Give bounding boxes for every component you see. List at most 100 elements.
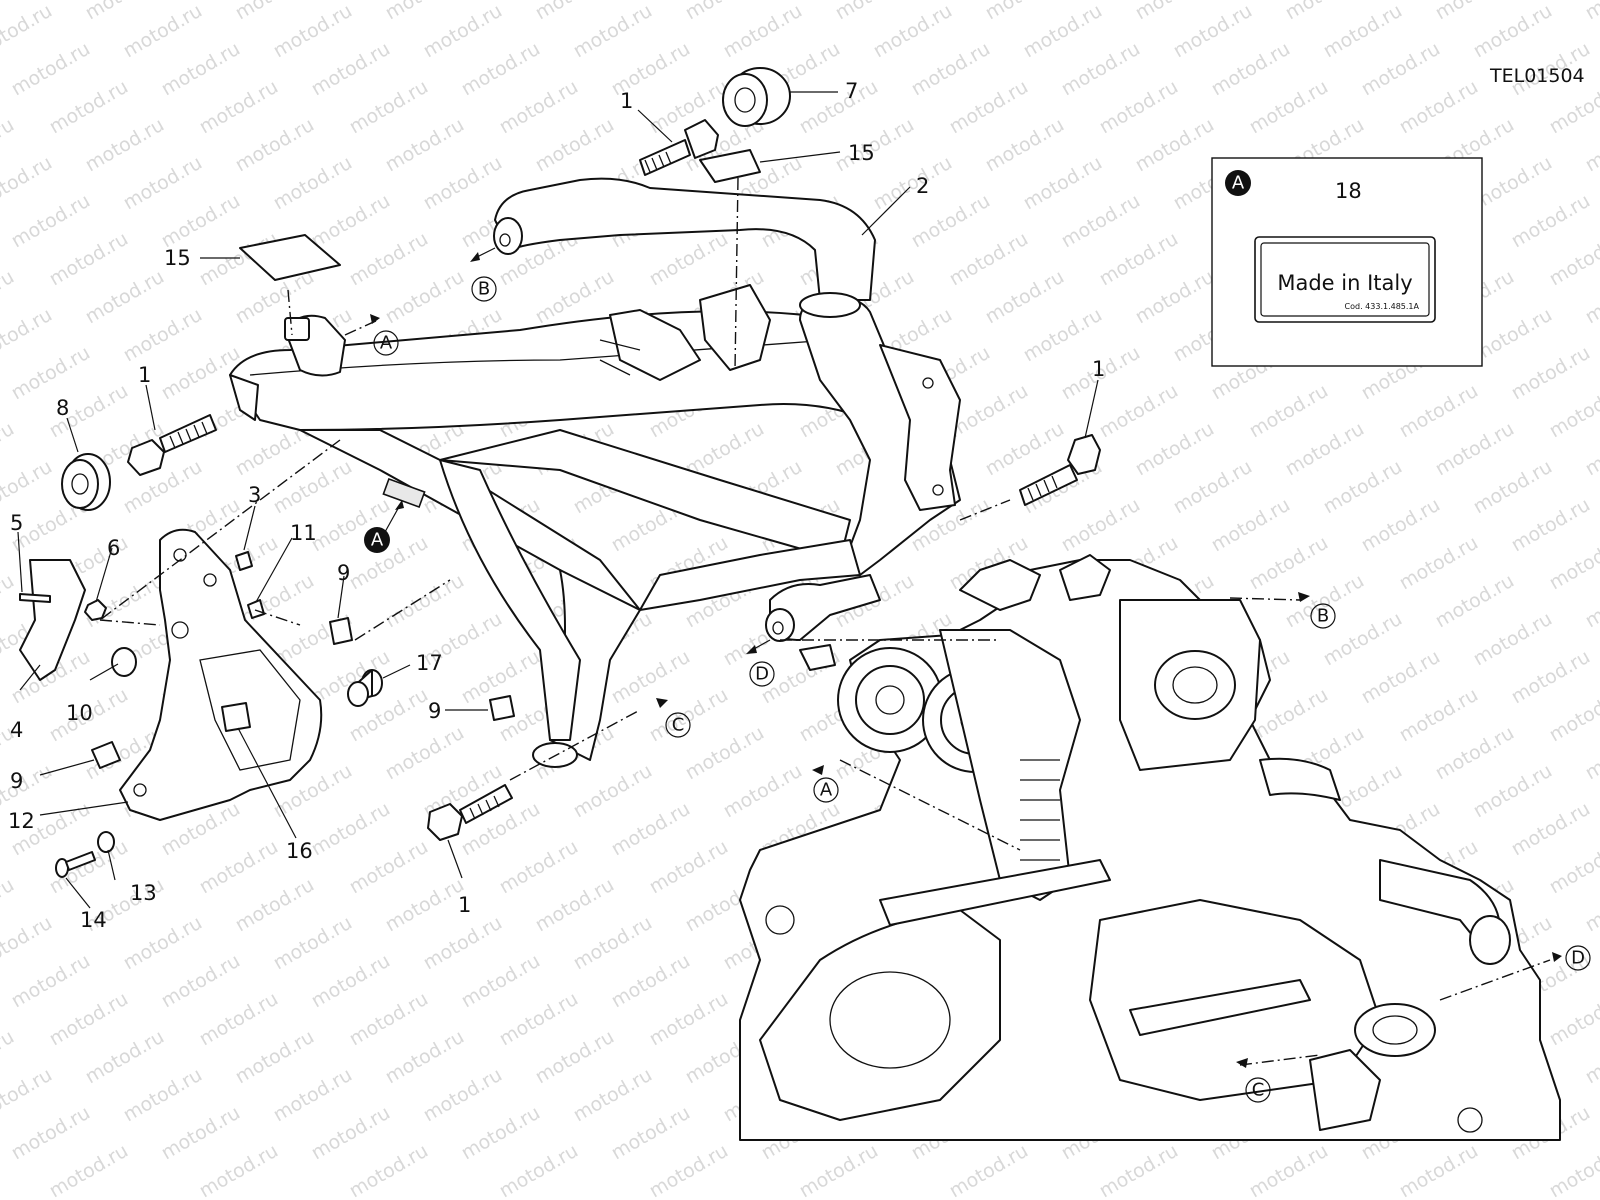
watermark-text: motod.ru (158, 950, 244, 1013)
clip-9-right (329, 617, 353, 645)
grommet-7 (722, 67, 791, 127)
watermark-text: motod.ru (1132, 266, 1218, 329)
watermark-text: motod.ru (82, 0, 168, 24)
watermark-text: motod.ru (270, 152, 356, 215)
marker-b-engine: B (1298, 592, 1336, 629)
watermark-text: motod.ru (1470, 608, 1556, 671)
alignment-lines (99, 177, 1551, 1066)
watermark-text: motod.ru (1546, 532, 1600, 595)
watermark-text: motod.ru (308, 1102, 394, 1165)
watermark-text: motod.ru (196, 76, 282, 139)
watermark-text: motod.ru (158, 38, 244, 101)
watermark-text: motod.ru (608, 646, 694, 709)
part-label: 8 (56, 396, 69, 420)
watermark-text: motod.ru (1396, 76, 1482, 139)
watermark-text: motod.ru (1508, 798, 1594, 861)
detail-box-a: A 18 Made in Italy Cod. 433.1.485.1A (1211, 157, 1483, 367)
trellis-frame (229, 177, 961, 768)
watermark-text: motod.ru (682, 418, 768, 481)
watermark-text: motod.ru (346, 1140, 432, 1200)
part-label: 14 (80, 908, 107, 932)
watermark-text: motod.ru (496, 76, 582, 139)
watermark-text: motod.ru (1582, 722, 1600, 785)
watermark-text: motod.ru (8, 1102, 94, 1165)
marker-label: A (820, 780, 833, 801)
watermark-text: motod.ru (1546, 684, 1600, 747)
watermark-text: motod.ru (982, 266, 1068, 329)
watermark-text: motod.ru (46, 1140, 132, 1200)
watermark-text: motod.ru (946, 228, 1032, 291)
watermark-text: motod.ru (870, 0, 956, 62)
watermark-text: motod.ru (1358, 38, 1444, 101)
watermark-text: motod.ru (1546, 988, 1600, 1051)
part-label: 1 (138, 363, 151, 387)
watermark-text: motod.ru (382, 0, 468, 24)
watermark-text: motod.ru (720, 760, 806, 823)
watermark-text: motod.ru (0, 304, 56, 367)
watermark-text: motod.ru (1132, 0, 1218, 24)
watermark-text: motod.ru (232, 0, 318, 24)
watermark-text: motod.ru (382, 114, 468, 177)
watermark-text: motod.ru (232, 874, 318, 937)
watermark-text: motod.ru (532, 0, 618, 24)
watermark-text: motod.ru (0, 1026, 18, 1089)
watermark-text: motod.ru (0, 570, 18, 633)
watermark-text: motod.ru (346, 228, 432, 291)
watermark-text: motod.ru (382, 722, 468, 785)
spacer-17 (347, 669, 383, 707)
marker-c-mid: C (656, 698, 691, 738)
watermark-text: motod.ru (646, 684, 732, 747)
drawing-code: TEL01504 (1489, 65, 1585, 87)
part-label: 15 (164, 246, 191, 270)
watermark-text: motod.ru (8, 190, 94, 253)
watermark-text: motod.ru (1058, 38, 1144, 101)
watermark-text: motod.ru (0, 418, 18, 481)
clip-9-mid (489, 695, 515, 721)
watermark-text: motod.ru (346, 836, 432, 899)
watermark-text: motod.ru (346, 76, 432, 139)
watermark-text: motod.ru (420, 0, 506, 62)
part-label: 13 (130, 881, 157, 905)
watermark-text: motod.ru (1508, 494, 1594, 557)
watermark-text: motod.ru (1058, 190, 1144, 253)
watermark-text: motod.ru (496, 1140, 582, 1200)
watermark-text: motod.ru (1132, 114, 1218, 177)
clip-9-left (91, 741, 121, 769)
marker-label: D (755, 664, 769, 685)
watermark-text: motod.ru (0, 266, 18, 329)
marker-label: A (371, 530, 384, 551)
bolt-1-left (127, 414, 217, 476)
watermark-text: motod.ru (1396, 380, 1482, 443)
part-label: 9 (10, 769, 23, 793)
watermark-text: motod.ru (1508, 646, 1594, 709)
part-label: 1 (620, 89, 633, 113)
watermark-text: motod.ru (1546, 1140, 1600, 1200)
part-label: 10 (66, 701, 93, 725)
watermark-text: motod.ru (1582, 418, 1600, 481)
watermark-text: motod.ru (1320, 456, 1406, 519)
watermark-text: motod.ru (796, 76, 882, 139)
detail-part-number: 18 (1335, 179, 1362, 203)
watermark-text: motod.ru (270, 456, 356, 519)
watermark-text: motod.ru (646, 1140, 732, 1200)
watermark-text: motod.ru (0, 152, 56, 215)
label-location-marker: A (364, 500, 404, 553)
watermark-text: motod.ru (0, 874, 18, 937)
marker-a-engine: A (812, 765, 839, 803)
watermark-text: motod.ru (120, 1064, 206, 1127)
watermark-text: motod.ru (1508, 342, 1594, 405)
watermark-text: motod.ru (196, 988, 282, 1051)
watermark-text: motod.ru (496, 836, 582, 899)
watermark-text: motod.ru (1282, 418, 1368, 481)
watermark-text: motod.ru (1470, 760, 1556, 823)
watermark-text: motod.ru (608, 950, 694, 1013)
watermark-text: motod.ru (1396, 1140, 1482, 1200)
watermark-text: motod.ru (1132, 418, 1218, 481)
guard-4 (19, 559, 86, 681)
watermark-text: motod.ru (420, 912, 506, 975)
watermark-text: motod.ru (1170, 0, 1256, 62)
part-label: 5 (10, 511, 23, 535)
watermark-text: motod.ru (1508, 190, 1594, 253)
watermark-text: motod.ru (796, 1140, 882, 1200)
watermark-text: motod.ru (458, 38, 544, 101)
